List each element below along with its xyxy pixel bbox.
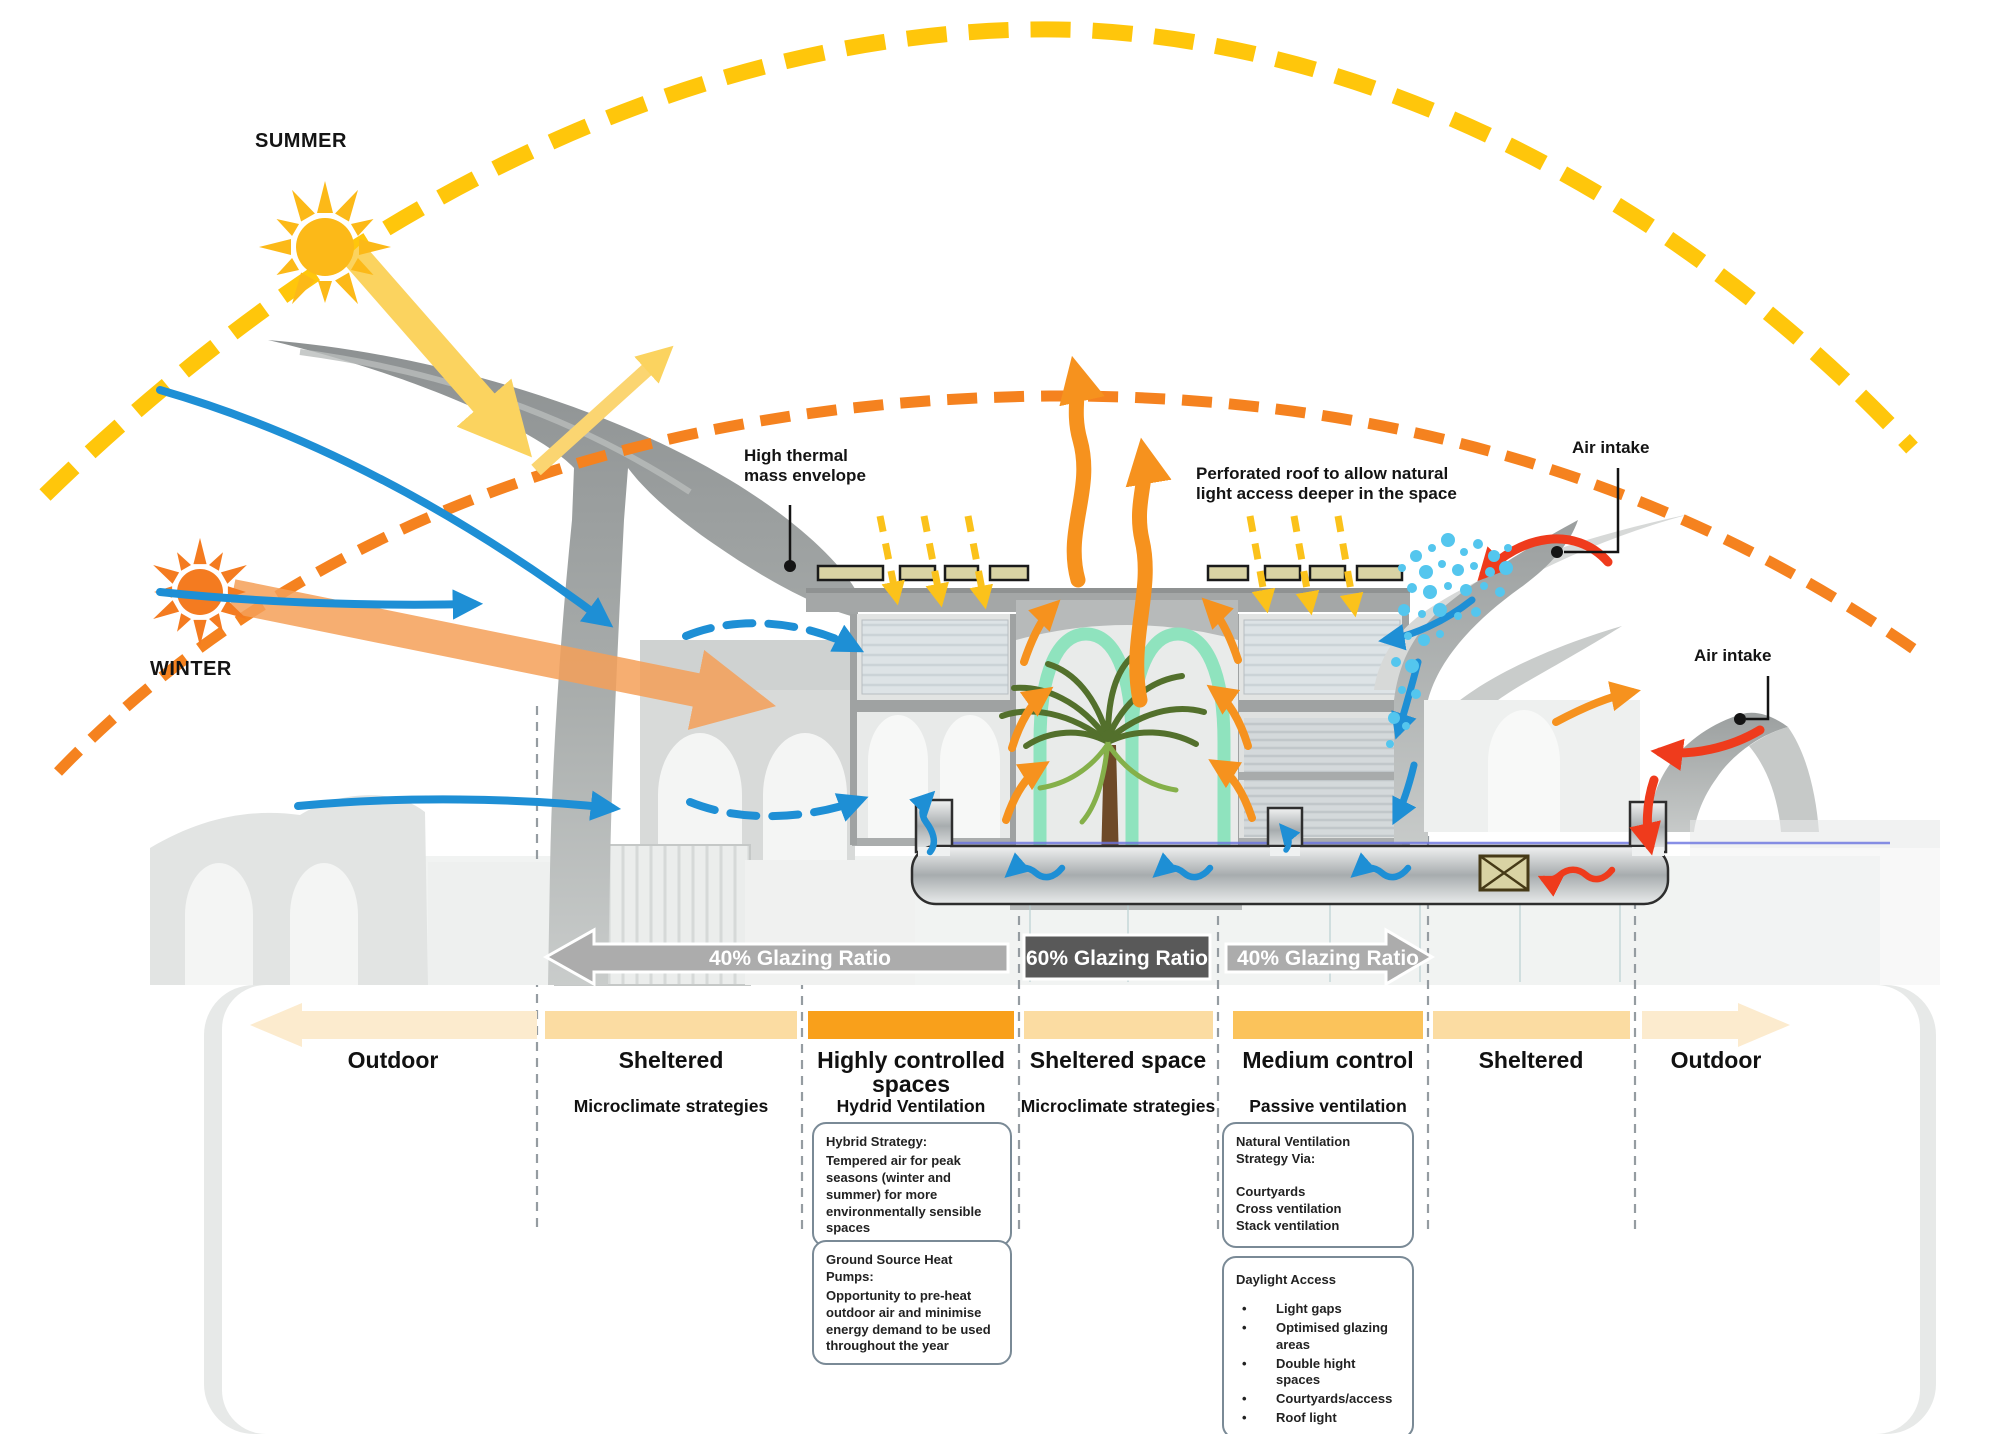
zone-panel (222, 985, 1920, 1434)
summer-sun-icon (259, 181, 391, 305)
note-title: Hybrid Strategy: (826, 1134, 928, 1149)
glazing-bar-label: 40% Glazing Ratio (709, 947, 891, 970)
cool-air-dots (1386, 533, 1513, 748)
air-intake-annotation-right: Air intake (1694, 646, 1772, 665)
note-title: Natural Ventilation Strategy Via: (1236, 1134, 1351, 1166)
daylight-access-list: •Light gaps •Optimised glazing areas •Do… (1236, 1301, 1402, 1427)
zone-band-sheltered-space (1024, 1011, 1213, 1039)
zone-sublabel-microclimate-left: Microclimate strategies (573, 1096, 769, 1116)
leader-lines (788, 468, 1770, 721)
zone-band-sheltered-left (545, 1011, 797, 1039)
glazing-ratio-bars: 40% Glazing Ratio 60% Glazing Ratio 40% … (542, 927, 1435, 987)
zone-bands (250, 1003, 1790, 1047)
summer-label: SUMMER (255, 130, 347, 152)
zone-sublabel-hydrid-ventilation: Hydrid Ventilation (836, 1096, 986, 1116)
winter-sun-ray (228, 579, 776, 730)
zone-label-sheltered-space: Sheltered space (1029, 1047, 1207, 1073)
note-title: Daylight Access (1236, 1272, 1336, 1287)
zone-label-highly-controlled: Highly controlled spaces (817, 1047, 1005, 1098)
list-item: •Optimised glazing areas (1242, 1319, 1388, 1352)
zone-band-outdoor-left (250, 1003, 537, 1047)
summer-sun-ray (341, 242, 532, 458)
glazing-bar-label: 40% Glazing Ratio (1237, 947, 1419, 970)
zone-band-sheltered-right (1433, 1011, 1630, 1039)
reflected-sun-ray (531, 345, 674, 476)
note-hybrid-strategy: Hybrid Strategy: Tempered air for peak s… (812, 1122, 1012, 1248)
note-natural-ventilation: Natural Ventilation Strategy Via: Courty… (1222, 1122, 1414, 1248)
zone-band-outdoor-right (1642, 1003, 1790, 1047)
glazing-bar-label: 60% Glazing Ratio (1026, 947, 1208, 970)
note-ground-source-heat-pumps: Ground Source Heat Pumps: Opportunity to… (812, 1240, 1012, 1366)
list-item: •Light gaps (1242, 1300, 1342, 1316)
winter-label: WINTER (150, 658, 232, 680)
list-item: •Roof light (1242, 1410, 1337, 1426)
note-body: Tempered air for peak seasons (winter an… (826, 1152, 982, 1236)
stack-vent-arrows (1002, 355, 1641, 824)
note-body: Opportunity to pre-heat outdoor air and … (826, 1287, 991, 1354)
roof-skylights (816, 564, 1404, 582)
air-intake-annotation-top: Air intake (1572, 438, 1650, 457)
daylight-arrows (876, 515, 1364, 618)
perforated-roof-annotation: Perforated roof to allow natural light a… (1196, 464, 1457, 504)
glazing-bar-40-left (542, 927, 1010, 987)
zone-label-outdoor-left: Outdoor (347, 1047, 439, 1073)
leader-dot (1734, 713, 1746, 725)
zone-label-medium-control: Medium control (1242, 1047, 1414, 1073)
zone-sublabel-microclimate-right: Microclimate strategies (1020, 1096, 1216, 1116)
note-daylight-access: Daylight Access •Light gaps •Optimised g… (1222, 1256, 1414, 1434)
zone-label-sheltered-right: Sheltered (1478, 1047, 1584, 1073)
wind-arrows (156, 386, 1476, 826)
leader-dot (784, 560, 796, 572)
duct-air-arrows (909, 790, 1412, 881)
zone-label-outdoor-right: Outdoor (1670, 1047, 1762, 1073)
list-item: •Courtyards/access (1242, 1391, 1393, 1407)
glazing-bar-40-right (1224, 927, 1435, 987)
high-thermal-mass-annotation: High thermal mass envelope (744, 446, 866, 486)
summer-sun-path-arc (39, 21, 1918, 501)
glazing-bar-60 (1022, 933, 1212, 981)
note-title: Ground Source Heat Pumps: (826, 1252, 953, 1284)
zone-label-sheltered-left: Sheltered (618, 1047, 724, 1073)
list-item: •Double hight spaces (1242, 1355, 1356, 1388)
note-body: Courtyards Cross ventilation Stack venti… (1236, 1183, 1342, 1233)
heat-exchanger-icon (1478, 854, 1530, 892)
zone-sublabel-passive-ventilation: Passive ventilation (1249, 1096, 1407, 1116)
zone-band-medium-control (1233, 1011, 1423, 1039)
leader-dot (1551, 546, 1563, 558)
zone-band-highly-controlled (808, 1011, 1014, 1039)
